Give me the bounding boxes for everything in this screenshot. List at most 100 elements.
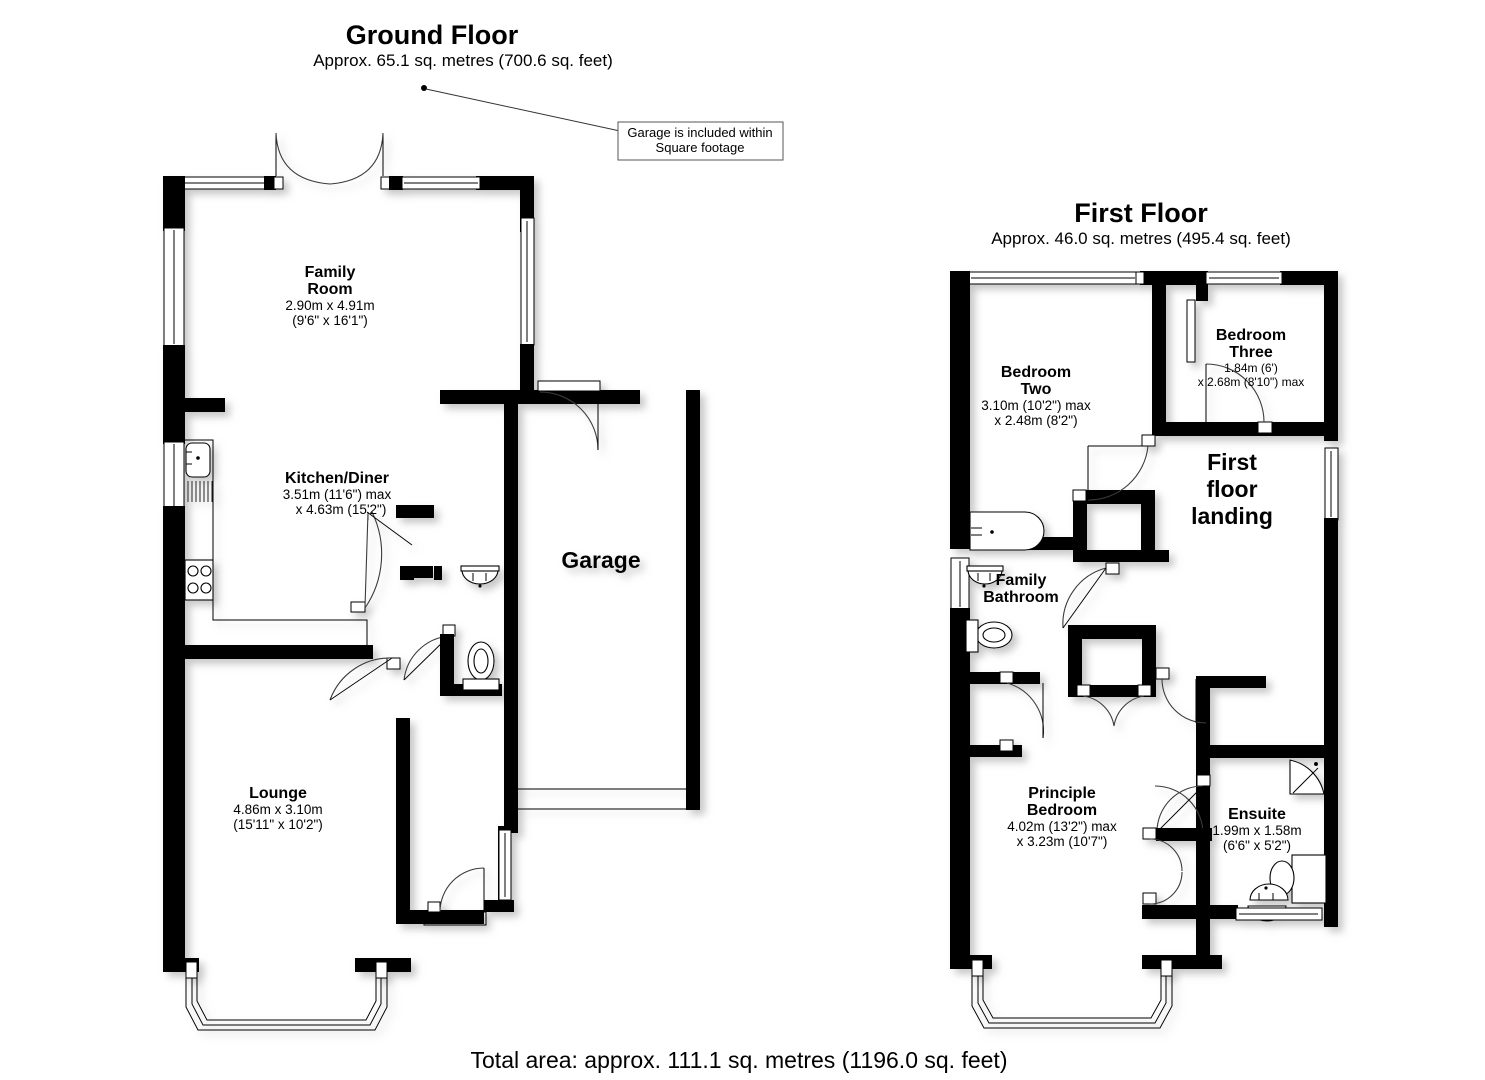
room-label-bedroom-two-line2: Two <box>1021 381 1052 398</box>
door-bedroom-three[interactable] <box>1205 363 1273 434</box>
callout-line-2: Square footage <box>656 140 745 155</box>
room-dim-principle-metric: 4.02m (13'2") max <box>1007 819 1117 834</box>
room-dim-kitchen-metric: 3.51m (11'6") max <box>283 487 392 502</box>
wall-ff-bed3-bottom <box>1152 422 1268 436</box>
room-label-bedroom-three-line2: Three <box>1229 344 1273 361</box>
wall-gf-left-upper <box>163 176 185 231</box>
door-ensuite[interactable] <box>1154 774 1211 835</box>
callout-line-1: Garage is included within <box>627 125 772 140</box>
window-family-bathroom <box>950 557 970 611</box>
door-bedroom-two[interactable] <box>1072 434 1156 502</box>
wall-gf-lounge-right <box>396 722 410 914</box>
door-kitchen-to-hall[interactable] <box>350 511 413 613</box>
room-dim-family-room-metric: 2.90m x 4.91m <box>285 298 374 313</box>
room-label-principle-bedroom-line1: Principle <box>1028 785 1096 802</box>
wall-gf-hall-nub <box>434 566 442 580</box>
window-family-room-top-right <box>380 176 481 190</box>
garage-callout: Garage is included within Square footage <box>421 85 784 161</box>
door-hall-to-lounge[interactable] <box>329 657 401 701</box>
door-family-bathroom[interactable] <box>1062 562 1120 629</box>
wall-ff-top-mid <box>1140 271 1200 285</box>
garage: Garage <box>504 380 700 833</box>
room-dim-bedroom-two-metric: 3.10m (10'2") max <box>981 398 1091 413</box>
wall-gf-kitchen-left-lower <box>163 506 185 658</box>
room-label-ensuite: Ensuite <box>1228 806 1286 823</box>
first-floor-labels: Bedroom Two 3.10m (10'2") max x 2.48m (8… <box>981 327 1304 853</box>
bay-window-lounge <box>185 961 388 1031</box>
wall-ff-right-upper <box>1324 271 1338 441</box>
first-floor-plan <box>950 271 1339 1029</box>
kitchen-units <box>184 439 368 655</box>
ground-floor-labels: Family Room 2.90m x 4.91m (9'6" x 16'1")… <box>233 264 391 832</box>
wall-ff-left-lower <box>950 608 970 968</box>
room-dim-lounge-metric: 4.86m x 3.10m <box>233 802 322 817</box>
wall-gf-kitchen-bottom <box>163 645 373 659</box>
room-label-bedroom-three-line1: Bedroom <box>1216 327 1286 344</box>
room-dim-bedroom-two-imperial: x 2.48m (8'2") <box>994 413 1077 428</box>
door-principle-bedroom[interactable] <box>1155 667 1207 724</box>
callout-leader-line <box>425 88 621 132</box>
wall-ff-bottom-jog <box>1196 905 1210 969</box>
wall-gf-kitchen-left-upper <box>163 398 185 444</box>
french-doors-family-room[interactable] <box>275 132 384 185</box>
window-bedroom-three <box>1196 271 1283 301</box>
wall-gf-hall-bottom <box>396 910 484 924</box>
first-floor-subtitle: Approx. 46.0 sq. metres (495.4 sq. feet) <box>991 229 1291 248</box>
room-label-family-bathroom-line1: Family <box>996 572 1047 589</box>
double-doors-landing[interactable] <box>1076 684 1152 727</box>
room-label-landing-line2: floor <box>1206 476 1257 502</box>
window-family-room-right <box>520 217 535 346</box>
wall-ff-bottom-left <box>950 955 992 969</box>
room-dim-ensuite-imperial: (6'6" x 5'2") <box>1223 838 1291 853</box>
ground-floor-subtitle: Approx. 65.1 sq. metres (700.6 sq. feet) <box>313 51 613 70</box>
room-dim-kitchen-imperial: x 4.63m (15'2") <box>296 502 387 517</box>
family-bathroom-fixtures <box>965 511 1045 653</box>
room-label-family-bathroom-line2: Bathroom <box>983 589 1059 606</box>
callout-anchor-dot <box>421 85 427 91</box>
room-label-principle-bedroom-line2: Bedroom <box>1027 802 1097 819</box>
wc-compartment <box>440 565 502 696</box>
room-label-bedroom-two-line1: Bedroom <box>1001 364 1071 381</box>
wall-ff-top-right <box>1280 271 1338 285</box>
ground-floor-plan: Garage <box>163 132 700 1031</box>
wall-gf-hall-top <box>396 505 434 518</box>
room-label-family-room-line2: Room <box>307 281 352 298</box>
wall-ff-bed3-bottom-right <box>1268 422 1324 436</box>
room-label-landing-line3: landing <box>1191 503 1273 529</box>
bay-window-principle-bedroom <box>971 959 1173 1029</box>
wall-gf-right-lower <box>520 344 534 397</box>
room-dim-principle-imperial: x 3.23m (10'7") <box>1017 834 1108 849</box>
ground-floor-title: Ground Floor <box>346 20 519 50</box>
window-hall-side <box>484 826 514 912</box>
room-label-landing-line1: First <box>1207 449 1257 475</box>
callout-box <box>617 121 784 161</box>
window-family-room-top-left <box>180 176 284 190</box>
room-label-family-room-line1: Family <box>305 264 356 281</box>
room-dim-ensuite-metric: 1.99m x 1.58m <box>1212 823 1301 838</box>
window-kitchen-left <box>163 441 185 509</box>
window-landing <box>1324 447 1339 521</box>
window-family-room-left <box>163 227 185 347</box>
room-label-kitchen-diner: Kitchen/Diner <box>285 470 389 487</box>
door-lining-bedroom-three <box>1186 299 1196 363</box>
first-floor-title: First Floor <box>1074 198 1208 228</box>
landing-partitions <box>970 625 1326 758</box>
total-area-label: Total area: approx. 111.1 sq. metres (11… <box>471 1047 1008 1073</box>
wall-gf-left-lower <box>163 345 185 412</box>
wall-gf-wc-stub-corner <box>400 566 414 580</box>
wardrobe-doors-principle[interactable] <box>1142 827 1212 905</box>
room-dim-lounge-imperial: (15'11" x 10'2") <box>233 817 323 832</box>
wall-gf-top-right <box>476 176 534 190</box>
room-label-lounge: Lounge <box>249 785 307 802</box>
wall-ff-left-upper <box>950 271 970 549</box>
room-dim-family-room-imperial: (9'6" x 16'1") <box>292 313 368 328</box>
wall-gf-lounge-left <box>163 658 185 970</box>
room-label-garage: Garage <box>561 547 640 573</box>
wall-ff-right-lower <box>1324 518 1338 784</box>
window-bedroom-two <box>967 271 1145 285</box>
wall-ff-bed2-bed3 <box>1152 271 1166 436</box>
door-landing-store[interactable] <box>999 671 1045 752</box>
room-dim-bedroom-three-imperial: x 2.68m (8'10") max <box>1198 375 1305 389</box>
